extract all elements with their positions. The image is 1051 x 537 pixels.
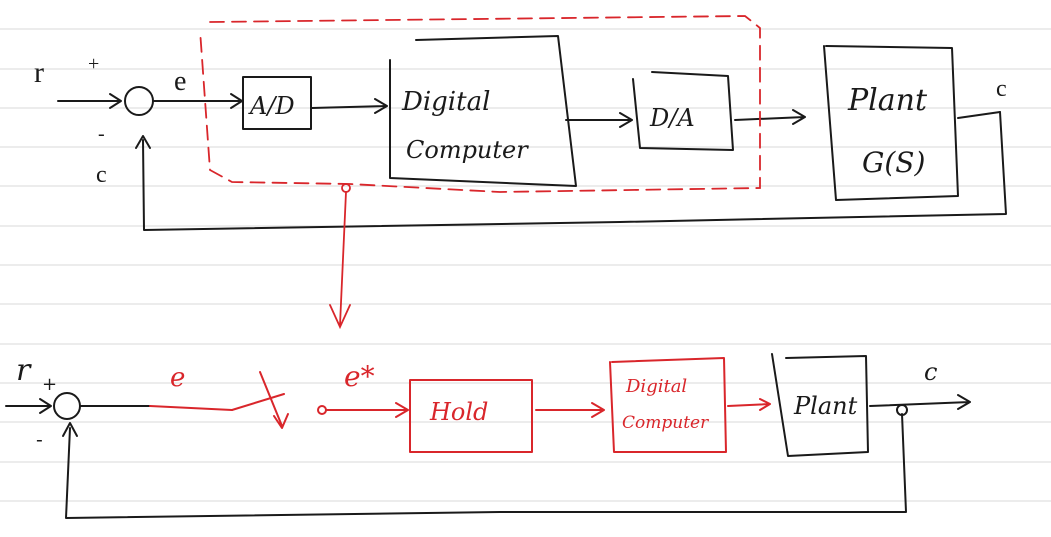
top-computer-label-line2: Computer xyxy=(406,136,529,164)
sampler-output-node xyxy=(317,405,327,415)
bottom-summing-junction xyxy=(53,392,81,420)
top-output-line xyxy=(957,111,1001,119)
digital-system-boundary xyxy=(199,15,761,330)
top-feedback-arrowhead xyxy=(135,135,151,149)
bottom-output-arrow xyxy=(869,394,971,410)
bottom-minus-sign: - xyxy=(36,427,43,451)
top-feedback-label: c xyxy=(96,162,107,188)
top-input-arrow xyxy=(57,93,122,109)
top-minus-sign: - xyxy=(98,123,105,145)
computer-to-da-arrow xyxy=(565,112,633,128)
top-diagram xyxy=(57,35,1007,231)
bottom-diagram xyxy=(5,353,971,519)
da-label: D/A xyxy=(649,104,695,132)
ad-converter-box xyxy=(242,76,312,130)
hold-box xyxy=(409,379,533,453)
expansion-arrow xyxy=(329,191,351,330)
sampler-to-hold-arrow xyxy=(325,402,409,418)
bottom-feedback-arrowhead xyxy=(62,422,78,437)
sampler-input-line xyxy=(149,405,233,411)
top-feedback-path xyxy=(142,111,1007,231)
bottom-plant-box xyxy=(771,353,869,457)
bottom-feedback-path xyxy=(65,413,907,519)
top-plant-label-line2: G(S) xyxy=(862,146,925,179)
top-plant-label-line1: Plant xyxy=(847,83,928,118)
top-output-label: c xyxy=(996,76,1007,102)
bottom-labels: r + - e e* Hold Digital Computer Plant c xyxy=(16,353,937,451)
bottom-plus-sign: + xyxy=(42,374,57,395)
bottom-plant-label: Plant xyxy=(793,392,858,420)
bottom-input-arrow xyxy=(5,398,52,414)
top-computer-label-line1: Digital xyxy=(401,87,490,117)
top-input-label: r xyxy=(34,56,44,89)
da-converter-box xyxy=(632,71,734,151)
bottom-digital-computer-box xyxy=(609,357,727,453)
top-summing-junction xyxy=(124,86,154,116)
ad-label: A/D xyxy=(248,92,295,120)
ruled-lines xyxy=(0,28,1051,502)
hold-label: Hold xyxy=(429,398,488,426)
top-error-label: e xyxy=(174,66,186,97)
bottom-computer-label-line2: Computer xyxy=(622,413,709,433)
computer-to-plant-arrow xyxy=(727,398,771,411)
top-digital-computer-box xyxy=(389,35,577,187)
sampler-switch xyxy=(231,371,289,429)
hold-to-computer-arrow xyxy=(535,402,605,418)
ad-to-computer-arrow xyxy=(311,98,388,114)
da-to-plant-arrow xyxy=(734,109,806,125)
top-plus-sign: + xyxy=(88,53,99,75)
sampled-error-label: e* xyxy=(344,360,375,393)
bottom-computer-label-line1: Digital xyxy=(625,376,687,397)
top-labels: r + - c e A/D Digital Computer D/A Plant… xyxy=(34,53,1007,188)
bottom-error-label: e xyxy=(170,363,185,393)
top-error-arrow xyxy=(152,93,243,109)
bottom-output-label: c xyxy=(924,358,937,386)
bottom-input-label: r xyxy=(16,353,32,388)
top-plant-box xyxy=(823,45,959,201)
